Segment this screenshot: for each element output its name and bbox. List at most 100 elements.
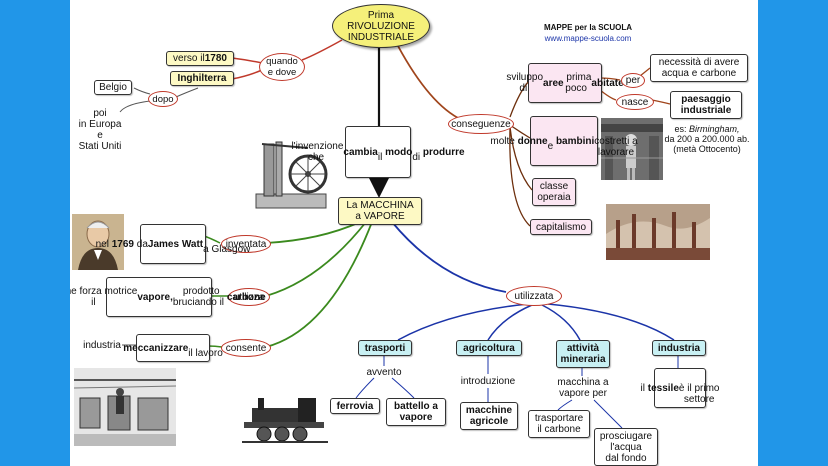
- mecc-box: meccanizzare il lavoro: [123, 334, 223, 362]
- mecc-b: il lavoro: [188, 348, 223, 359]
- inv-d: modo: [385, 146, 413, 158]
- tessile-box: il tessile è il primo settore: [641, 368, 719, 408]
- classe-box: classe operaia: [532, 178, 576, 206]
- donne-e: costretti a lavorare: [594, 135, 638, 158]
- introduzione-text: introduzione: [460, 376, 516, 387]
- line-nasce-paesaggio: [651, 99, 671, 105]
- dopo-oval: dopo: [148, 91, 178, 107]
- line-quando-year: [231, 57, 263, 64]
- forza-box: come forza motrice il vapore, prodotto b…: [70, 277, 266, 317]
- aree-a: sviluppo di: [506, 72, 544, 94]
- line-macchina-consente: [265, 221, 373, 348]
- line-macchina-trasportare: [557, 399, 573, 411]
- donne-d: bambini: [555, 135, 595, 147]
- forza-a: come forza motrice il: [70, 286, 138, 308]
- industria-box: industria: [652, 340, 706, 356]
- industria-left-text: industria: [83, 340, 121, 351]
- belgio-box: Belgio: [94, 80, 132, 95]
- capitalismo-box: capitalismo: [530, 219, 592, 235]
- chimneys-icon: [606, 204, 710, 260]
- line-utilizzata-industria: [547, 303, 675, 341]
- es-a: es:: [674, 124, 689, 134]
- forza-c: prodotto bruciando il: [172, 286, 225, 308]
- utilizzata-oval: utilizzata: [506, 286, 562, 306]
- inv-a: l'invenzione che: [291, 141, 344, 163]
- inv-e: di: [412, 152, 421, 163]
- es-city: Birmingham,: [689, 124, 740, 134]
- line-country-dopo: [175, 87, 199, 98]
- portrait-icon: [72, 214, 124, 270]
- watt-b: da: [136, 238, 148, 250]
- textile-factory-image: [74, 368, 176, 446]
- birmingham-text: es: Birmingham, da 200 a 200.000 ab. (me…: [662, 124, 752, 154]
- paesaggio-box: paesaggio industriale: [670, 91, 742, 119]
- inv-c: il: [377, 152, 383, 163]
- avvento-text: avvento: [366, 367, 402, 378]
- aree-box: sviluppo di aree prima poco abitate: [506, 63, 624, 103]
- line-quando-country: [231, 69, 263, 80]
- line-dopo-poi: [119, 100, 151, 113]
- tessile-c: è il primo settore: [678, 382, 720, 405]
- line-macchina-utilizza: [265, 221, 367, 297]
- locomotive-image: [242, 392, 328, 446]
- watt-box: nel 1769 da James Watt a Glasgow: [96, 224, 250, 264]
- line-avvento-battello: [391, 377, 415, 399]
- inv-b: cambia: [343, 146, 378, 158]
- ferrovia-box: ferrovia: [330, 398, 380, 414]
- line-avvento-ferrovia: [355, 377, 375, 399]
- portrait-image: [72, 214, 124, 270]
- mecc-a: meccanizzare: [123, 342, 189, 354]
- title-node: Prima RIVOLUZIONE INDUSTRIALE: [332, 4, 430, 48]
- country-box: Inghilterra: [170, 71, 234, 86]
- child-labour-image: [601, 118, 663, 180]
- line-dopo-belgio: [133, 87, 151, 95]
- watt-a: nel: [95, 238, 112, 250]
- steam-engine-icon: [255, 141, 328, 209]
- watt-year: 1769: [111, 238, 134, 250]
- line-title-conseguenze: [397, 45, 463, 121]
- attivita-box: attività mineraria: [556, 340, 610, 368]
- poi-text: poi in Europa e Stati Uniti: [78, 108, 122, 152]
- industrial-landscape-image: [606, 204, 710, 260]
- line-utilizzata-trasporti: [397, 303, 529, 341]
- title-line-1: Prima: [367, 9, 395, 21]
- brand-name: MAPPE per la SCUOLA: [543, 23, 632, 32]
- forza-d: carbone: [226, 291, 266, 303]
- locomotive-icon: [242, 398, 328, 443]
- trasportare-box: trasportare il carbone: [528, 410, 590, 438]
- consente-oval: consente: [221, 339, 271, 357]
- concept-map: Prima RIVOLUZIONE INDUSTRIALE MAPPE per …: [70, 0, 758, 466]
- line-macchina-utilizzata: [391, 221, 507, 293]
- line-macchina-inventata: [265, 221, 361, 244]
- watt-name: James Watt: [147, 238, 204, 250]
- line-title-quando: [301, 39, 343, 61]
- line-macchina-prosciugare: [593, 399, 623, 429]
- conseguenze-oval: conseguenze: [448, 114, 514, 134]
- macchina-vapore-text: macchina a vapore per: [557, 377, 609, 399]
- steam-engine-image: [252, 134, 330, 214]
- invenzione-box: l'invenzione che cambia il modo di produ…: [291, 126, 465, 178]
- aree-b: aree: [543, 77, 564, 89]
- tessile-a: il: [640, 382, 648, 394]
- tessile-b: tessile: [647, 382, 679, 394]
- donne-c: e: [547, 141, 554, 152]
- donne-b: donne: [517, 135, 548, 147]
- year-prefix: verso il: [173, 53, 205, 64]
- agricoltura-box: agricoltura: [456, 340, 522, 356]
- brand-url[interactable]: www.mappe-scuola.com: [544, 34, 632, 43]
- aree-d: abitate: [591, 77, 624, 89]
- line-cons-classe: [509, 126, 533, 191]
- year-box: verso il 1780: [166, 51, 234, 66]
- macchine-agricole-box: macchine agricole: [460, 402, 518, 430]
- line-utilizzata-agricoltura: [487, 304, 533, 341]
- donne-a: molte: [490, 135, 518, 147]
- title-line-3: INDUSTRIALE: [347, 31, 415, 43]
- macchina-box: La MACCHINA a VAPORE: [338, 197, 422, 225]
- es-b: da 200 a 200.000 ab. (metà Ottocento): [664, 134, 750, 154]
- looms-icon: [74, 368, 176, 446]
- line-cons-capitalismo: [509, 127, 531, 227]
- title-line-2: RIVOLUZIONE: [347, 20, 415, 32]
- utilizza-oval: utilizza: [228, 288, 270, 306]
- line-aree-nasce: [599, 89, 617, 101]
- factory-workers-icon: [601, 118, 663, 180]
